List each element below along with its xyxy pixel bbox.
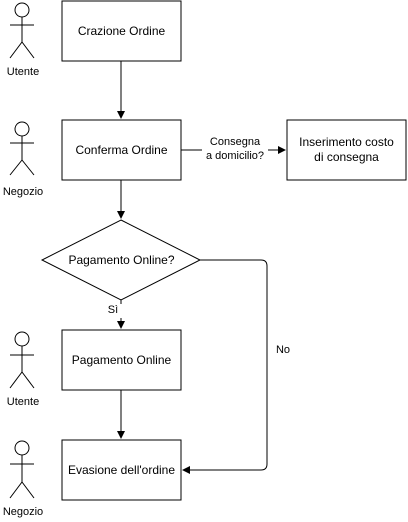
actor-figure-negozio-top [9,121,35,176]
node-crazione-ordine [61,0,182,62]
edge-si-label: Sì [104,304,122,318]
actor-figure-negozio-bottom [9,440,35,499]
node-inserimento-costo [286,119,407,181]
actor-utente-top-label: Utente [6,66,40,79]
edge-decision-no [182,259,268,474]
actor-negozio-top-label: Negozio [2,186,44,199]
edge-no-label: No [273,344,293,358]
node-pagamento-decision-label: Pagamento Online? [68,252,175,267]
node-crazione-ordine-label: Crazione Ordine [77,23,166,38]
actor-figure-utente-top [9,2,35,59]
actor-negozio-bottom-label: Negozio [2,506,44,519]
node-evasione-ordine [61,439,182,501]
node-pagamento-online-label: Pagamento Online [71,352,172,367]
actor-utente-bottom-label: Utente [6,396,40,409]
node-pagamento-online [61,329,182,391]
edge-consegna-label: Consegna a domicilio? [202,136,268,163]
node-evasione-ordine-label: Evasione dell'ordine [67,462,176,477]
actor-figure-utente-bottom [9,331,35,389]
node-conferma-ordine-label: Conferma Ordine [75,142,168,157]
node-inserimento-costo-label: Inserimento costo di consegna [299,135,394,164]
